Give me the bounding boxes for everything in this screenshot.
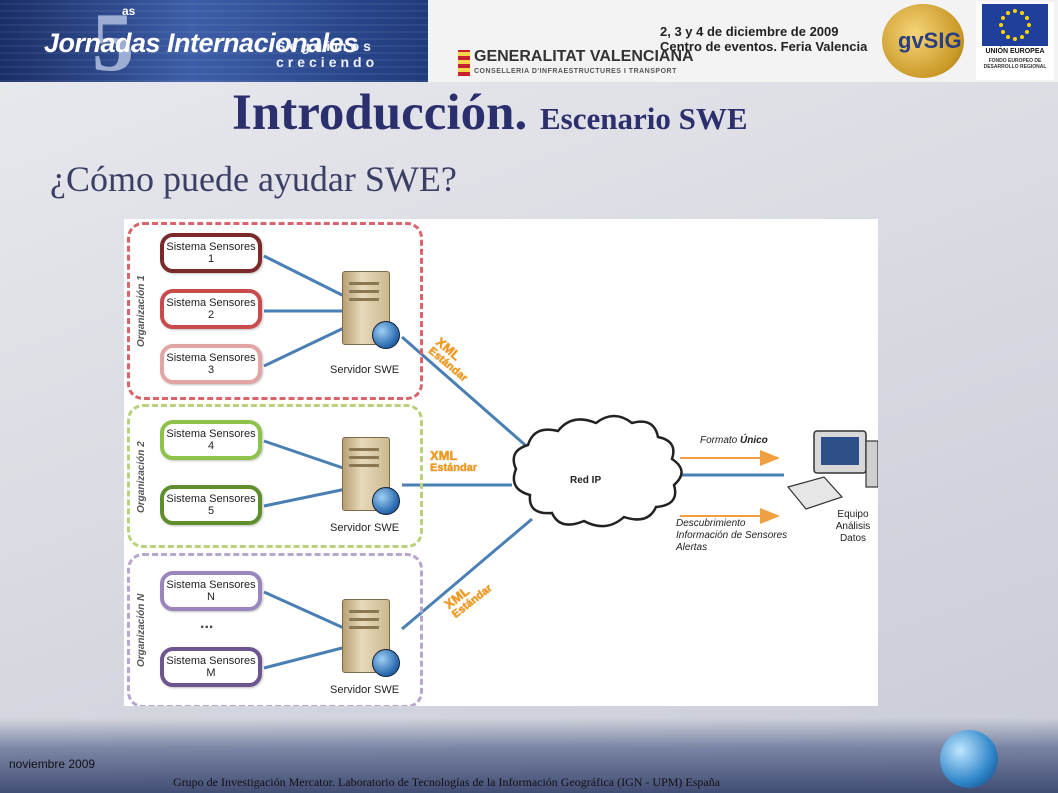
connection-lines <box>263 254 878 670</box>
eu-name: UNIÓN EUROPEA <box>985 48 1045 55</box>
swe-server-3 <box>342 599 400 679</box>
client-label-line-2: Análisis <box>835 521 871 532</box>
generalitat-flag-icon <box>458 50 470 76</box>
event-tagline: Seguimos creciendo <box>276 38 379 70</box>
event-name: Jornadas Internacionales <box>44 28 358 58</box>
eu-star-icon <box>1025 16 1030 20</box>
globe-icon <box>372 649 400 677</box>
eu-logo: UNIÓN EUROPEA FONDO EUROPEO DE DESARROLL… <box>976 2 1054 80</box>
link-sensor4-server2 <box>263 439 347 471</box>
eu-star-icon <box>1027 23 1031 27</box>
event-dates-line1: 2, 3 y 4 de diciembre de 2009 <box>660 24 839 39</box>
event-banner-left: 5 as Jornadas Internacionales Seguimos c… <box>0 0 428 82</box>
sensor-system-5: Sistema Sensores 5 <box>160 485 262 525</box>
gvsig-logo-text: gvSIG <box>898 28 962 53</box>
organization-1-label: Organización 1 <box>136 275 147 347</box>
client-label-line-3: Datos <box>839 533 867 544</box>
xml-standard-label-2: XML Estándar <box>430 449 477 475</box>
format-emphasis: Único <box>740 435 768 446</box>
organization-2-label: Organización 2 <box>136 441 147 513</box>
format-prefix: Formato <box>700 435 738 446</box>
eu-star-icon <box>1020 35 1024 40</box>
footer-date: noviembre 2009 <box>9 757 96 771</box>
organization-n-box <box>127 553 423 706</box>
sensor-system-m: Sistema Sensores M <box>160 647 262 687</box>
link-sensorM-server3 <box>263 645 347 670</box>
discovery-line-1: Descubrimiento <box>676 518 746 529</box>
eu-star-icon <box>1020 10 1024 15</box>
generalitat-name: GENERALITAT VALENCIANA <box>474 48 694 65</box>
format-label: Formato Único <box>700 435 768 447</box>
link-sensor5-server2 <box>263 487 347 508</box>
sensor-system-n: Sistema Sensores N <box>160 571 262 611</box>
xml-label: XML <box>430 448 458 463</box>
footer-band <box>0 718 1058 793</box>
swe-server-1 <box>342 271 400 351</box>
slide-title-main: Introducción. <box>232 85 528 141</box>
slide-title-sub: Escenario SWE <box>539 101 748 136</box>
generalitat-subtitle: CONSELLERIA D'INFRAESTRUCTURES I TRANSPO… <box>474 68 677 75</box>
organization-1-box <box>127 222 423 400</box>
client-label-line-1: Equipo <box>837 509 869 520</box>
organization-2-box <box>127 404 423 548</box>
globe-icon <box>372 487 400 515</box>
swe-server-1-label: Servidor SWE <box>330 364 400 376</box>
event-banner: 5 as Jornadas Internacionales Seguimos c… <box>0 0 1058 82</box>
event-number: 5 <box>92 0 134 82</box>
eu-star-icon <box>1013 9 1017 13</box>
ellipsis: ... <box>200 615 214 632</box>
network-label: Red IP <box>570 475 602 486</box>
eu-star-icon <box>1025 30 1030 34</box>
eu-flag-icon <box>982 4 1048 46</box>
earth-icon <box>940 730 998 788</box>
organization-n-label: Organización N <box>136 593 147 667</box>
link-sensor1-server1 <box>263 254 347 299</box>
event-dates: 2, 3 y 4 de diciembre de 2009 Centro de … <box>660 24 867 54</box>
standard-label: Estándar <box>430 462 478 474</box>
sensor-system-3: Sistema Sensores 3 <box>160 344 262 384</box>
eu-star-icon <box>1013 37 1017 41</box>
eu-star-icon <box>1000 30 1005 34</box>
eu-star-icon <box>999 23 1003 27</box>
discovery-label: Descubrimiento Información de Sensores A… <box>676 518 787 554</box>
swe-server-2 <box>342 437 400 517</box>
gvsig-logo: gvSIG <box>882 4 964 78</box>
eu-fund: FONDO EUROPEO DE DESARROLLO REGIONAL <box>983 58 1047 70</box>
event-number-suffix: as <box>122 4 136 18</box>
discovery-line-2: Información de Sensores <box>676 530 788 541</box>
slide-question: ¿Cómo puede ayudar SWE? <box>50 159 457 199</box>
slide-title: Introducción. Escenario SWE <box>232 84 748 142</box>
link-sensorN-server3 <box>263 590 347 631</box>
sensor-system-2: Sistema Sensores 2 <box>160 289 262 329</box>
client-label: Equipo Análisis Datos <box>828 509 878 545</box>
eu-star-icon <box>1006 35 1010 40</box>
network-cloud <box>512 414 683 528</box>
link-server1-network <box>401 335 533 453</box>
sensor-system-4: Sistema Sensores 4 <box>160 420 262 460</box>
link-sensor3-server1 <box>263 325 347 368</box>
footer-credit: Grupo de Investigación Mercator. Laborat… <box>173 775 721 789</box>
sensor-system-1: Sistema Sensores 1 <box>160 233 262 273</box>
eu-star-icon <box>1000 16 1005 20</box>
swe-server-2-label: Servidor SWE <box>330 522 400 534</box>
eu-star-icon <box>1006 10 1010 15</box>
link-server3-network <box>401 517 533 631</box>
binary-pattern <box>0 0 428 82</box>
event-venue: Centro de eventos. Feria Valencia <box>660 39 868 54</box>
globe-icon <box>372 321 400 349</box>
swe-server-3-label: Servidor SWE <box>330 684 400 696</box>
swe-diagram: Organización 1 Sistema Sensores 1 Sistem… <box>124 219 878 706</box>
client-computer-icon <box>786 430 878 510</box>
discovery-line-3: Alertas <box>676 542 708 553</box>
